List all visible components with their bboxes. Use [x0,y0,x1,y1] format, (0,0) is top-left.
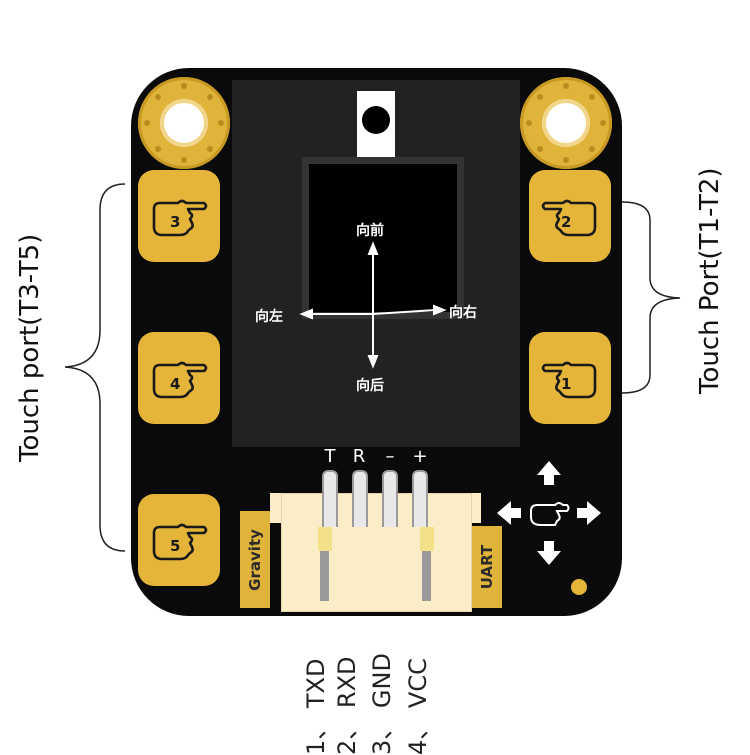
left-curly-bracket [40,180,130,555]
touch-pad-2: 2 [529,170,611,262]
direction-label-left: 向左 [255,306,283,326]
direction-label-right: 向右 [449,302,477,322]
touch-pad-4: 4 [138,332,220,424]
connector-pin-2 [352,470,368,527]
direction-cross-icon [493,457,605,569]
touch-pad-1: 1 [529,332,611,424]
svg-text:4: 4 [170,375,180,393]
orientation-marker [357,91,395,157]
touch-pad-5: 5 [138,494,220,586]
direction-arrows [290,230,460,370]
pin-label-r: R [347,446,371,467]
pointing-hand-icon: 5 [148,515,210,565]
pin-definition-4: 4、 VCC [398,658,433,755]
right-curly-bracket [620,200,700,395]
pin-label-vcc: + [408,446,432,467]
pin-label-gnd: – [378,446,402,467]
svg-text:5: 5 [170,537,180,555]
direction-label-forward: 向前 [356,220,384,240]
connector-pin-1 [322,470,338,527]
pin-definition-2: 2、 RXD [327,657,362,755]
pointing-hand-icon: 3 [148,191,210,241]
pointing-hand-icon: 1 [539,353,601,403]
pin-definition-3: 3、 GND [362,653,397,755]
svg-text:2: 2 [561,213,571,231]
right-side-title: Touch Port(T1-T2) [695,184,725,394]
direction-label-back: 向后 [356,375,384,395]
svg-text:3: 3 [170,213,180,231]
gravity-label: Gravity [240,511,270,608]
pointing-hand-icon: 2 [539,191,601,241]
connector-pin-3 [382,470,398,527]
mounting-hole-right [520,77,612,169]
svg-text:1: 1 [561,375,571,393]
indicator-dot [571,579,587,595]
touch-pad-3: 3 [138,170,220,262]
connector-pin-4 [412,470,428,527]
mounting-hole-left [138,77,230,169]
uart-connector [281,493,472,612]
pointing-hand-icon: 4 [148,353,210,403]
pin-label-t: T [318,446,342,467]
left-side-title: Touch port(T3-T5) [15,252,45,462]
pin-definition-1: 1、 TXD [296,659,331,755]
